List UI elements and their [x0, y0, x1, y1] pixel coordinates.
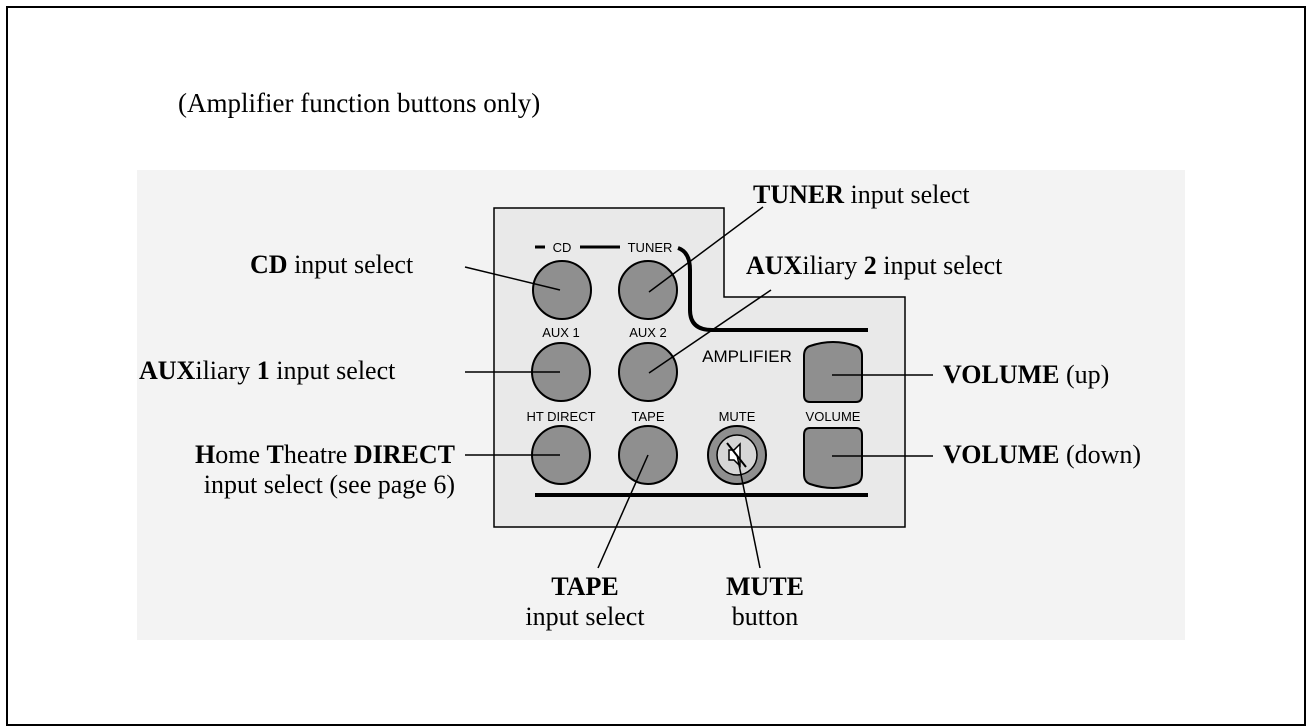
callout-ht-direct: Home Theatre DIRECT input select (see pa… — [136, 440, 455, 500]
callout-mute-title: MUTE — [726, 572, 804, 601]
label-volume: VOLUME — [806, 409, 861, 424]
label-aux2: AUX 2 — [629, 325, 667, 340]
callout-tape: TAPE input select — [495, 572, 675, 632]
callout-mute-subtitle: button — [731, 602, 799, 631]
callout-mute: MUTE button — [700, 572, 830, 632]
tuner-amplifier-bar — [677, 246, 868, 332]
leader-tape — [597, 454, 649, 569]
label-aux1: AUX 1 — [542, 325, 580, 340]
panel-outline — [493, 207, 906, 528]
leader-tuner — [648, 206, 764, 293]
callout-tape-subtitle: input select — [525, 602, 645, 631]
label-amplifier: AMPLIFIER — [702, 347, 792, 366]
label-tuner: TUNER — [628, 240, 673, 255]
leader-mute — [736, 454, 761, 569]
cd-button[interactable] — [532, 260, 592, 320]
callout-tuner: TUNER input select — [753, 180, 970, 209]
callout-ht-direct-line2: input select (see page 6) — [203, 470, 455, 499]
leader-cd — [464, 266, 561, 291]
leader-aux2 — [648, 289, 772, 374]
label-ht-direct: HT DIRECT — [526, 409, 595, 424]
remote-control-panel: CD TUNER AUX 1 AUX 2 AMPLIFIER HT DIRECT… — [464, 206, 933, 569]
volume-up-button[interactable] — [803, 341, 863, 403]
aux2-button[interactable] — [618, 342, 678, 402]
callout-cd: CD input select — [250, 250, 414, 279]
label-cd: CD — [553, 240, 572, 255]
callout-aux1: AUXiliary 1 input select — [139, 356, 396, 385]
callout-tape-title: TAPE — [551, 572, 619, 601]
callout-volume-up: VOLUME (up) — [943, 360, 1110, 389]
volume-down-button[interactable] — [803, 427, 863, 489]
leader-lines — [464, 206, 933, 569]
figure-caption: (Amplifier function buttons only) — [178, 88, 541, 118]
callout-volume-down: VOLUME (down) — [943, 440, 1142, 469]
callout-aux2: AUXiliary 2 input select — [746, 251, 1003, 280]
callout-ht-direct-line1: Home Theatre DIRECT — [195, 440, 455, 469]
label-tape: TAPE — [632, 409, 665, 424]
tuner-button[interactable] — [618, 260, 678, 320]
label-mute: MUTE — [719, 409, 756, 424]
